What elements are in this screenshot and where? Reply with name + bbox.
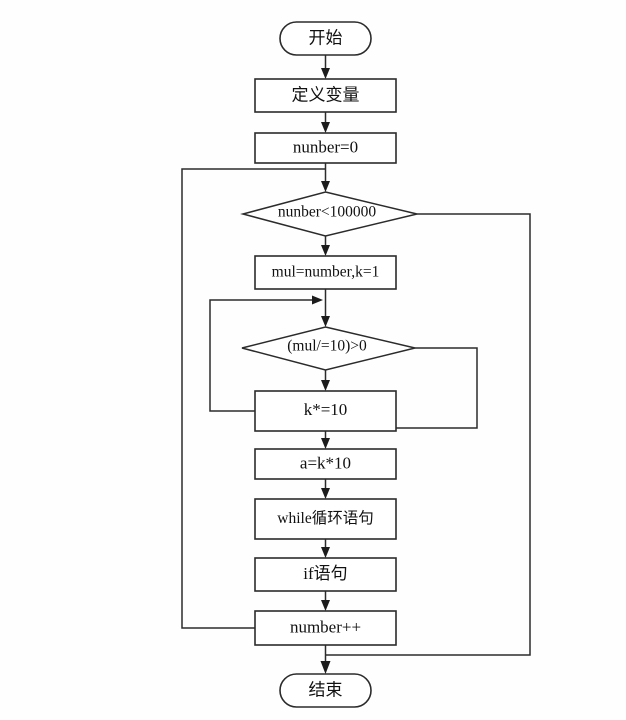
node-while-shape: [254, 498, 397, 540]
node-if-label: if语句: [303, 564, 347, 583]
node-init-shape: [254, 132, 397, 164]
arrowhead-increment: [321, 600, 330, 611]
node-init-label: nunber=0: [293, 137, 358, 156]
node-init[interactable]: nunber=0: [254, 132, 397, 164]
node-mulinit-shape: [254, 255, 397, 290]
node-declare-label: 定义变量: [292, 85, 360, 104]
node-if[interactable]: if语句: [254, 557, 397, 592]
node-assign-a[interactable]: a=k*10: [254, 448, 397, 480]
edge-increment-to-cond-outer-loop: [181, 168, 326, 629]
arrowhead-assign-a: [321, 438, 330, 449]
arrowhead-cond-inner-loop: [312, 295, 323, 305]
node-increment-label: number++: [290, 617, 361, 636]
node-assign-a-label: a=k*10: [300, 453, 351, 472]
arrowhead-if: [321, 547, 330, 558]
node-cond-inner-shape: [241, 326, 416, 371]
node-cond-inner-label: (mul/=10)>0: [287, 338, 367, 355]
node-assign-a-shape: [254, 448, 397, 480]
arrowhead-cond-outer: [321, 181, 330, 192]
node-ktimes-shape: [254, 390, 397, 432]
arrowhead-declare: [321, 68, 330, 79]
node-cond-inner[interactable]: (mul/=10)>0: [241, 326, 416, 371]
node-ktimes-label: k*=10: [304, 400, 348, 419]
node-while[interactable]: while循环语句: [254, 498, 397, 540]
node-cond-outer[interactable]: nunber<100000: [240, 191, 418, 237]
connector-layer: [181, 55, 531, 674]
node-end-label: 结束: [309, 680, 343, 699]
node-if-shape: [254, 557, 397, 592]
arrowhead-end: [320, 661, 331, 674]
arrowhead-ktimes: [321, 380, 330, 391]
node-mulinit[interactable]: mul=number,k=1: [254, 255, 397, 290]
edge-cond-outer-false-to-end: [325, 213, 531, 656]
node-mulinit-label: mul=number,k=1: [272, 264, 380, 281]
arrowhead-mulinit: [321, 245, 330, 256]
arrowhead-cond-inner: [321, 316, 330, 327]
node-increment[interactable]: number++: [254, 610, 397, 646]
node-cond-outer-label: nunber<100000: [278, 204, 377, 221]
node-end-shape: [279, 673, 372, 708]
arrowhead-while: [321, 488, 330, 499]
node-ktimes[interactable]: k*=10: [254, 390, 397, 432]
node-while-label: while循环语句: [277, 509, 373, 527]
node-start-label: 开始: [309, 28, 343, 47]
edge-ktimes-to-cond-inner-loop: [209, 299, 313, 412]
node-start-shape: [279, 21, 372, 56]
arrowhead-init: [321, 122, 330, 133]
node-increment-shape: [254, 610, 397, 646]
node-start[interactable]: 开始: [279, 21, 372, 56]
node-cond-outer-shape: [240, 191, 418, 237]
edge-cond-inner-false-to-assign: [325, 347, 478, 429]
node-declare[interactable]: 定义变量: [254, 78, 397, 113]
node-end[interactable]: 结束: [279, 673, 372, 708]
node-declare-shape: [254, 78, 397, 113]
